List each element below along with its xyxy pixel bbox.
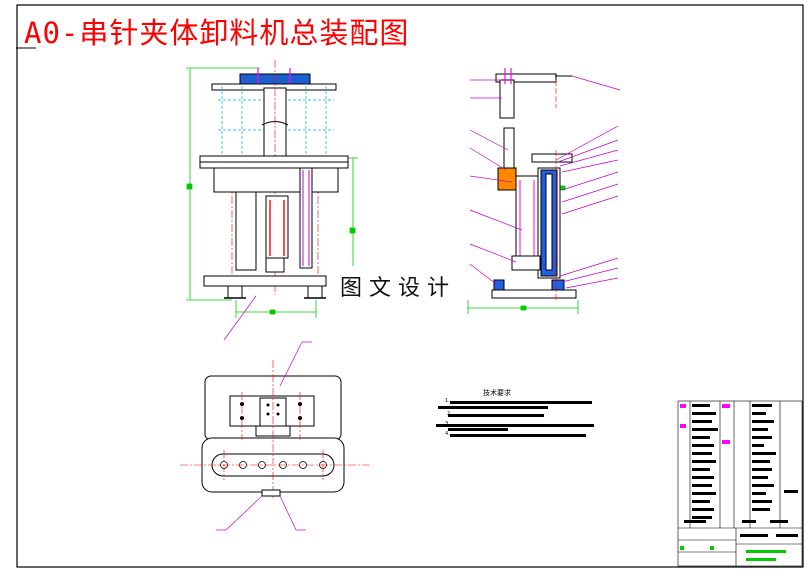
side-right-leaders	[555, 75, 621, 289]
drawing-title: A0-串针夹体卸料机总装配图	[24, 16, 410, 50]
side-left-leaders	[469, 79, 523, 285]
technical-requirements	[436, 401, 594, 437]
tech-requirements-title: 技术要求	[483, 389, 511, 397]
tech-item-1: 1.	[445, 398, 450, 404]
side-flange-hatch	[497, 167, 517, 191]
tech-item-3: 3.	[445, 421, 450, 427]
top-view	[180, 341, 372, 531]
side-view	[467, 68, 621, 314]
parts-list-rows	[684, 404, 798, 537]
drawing-border	[16, 4, 804, 568]
title-block-green-text	[680, 546, 786, 561]
title-block	[677, 400, 803, 567]
front-view	[186, 60, 358, 341]
tech-item-4: 4.	[445, 431, 450, 437]
watermark-label: 图文设计	[330, 266, 467, 306]
tech-item-2: 2.	[447, 411, 452, 417]
